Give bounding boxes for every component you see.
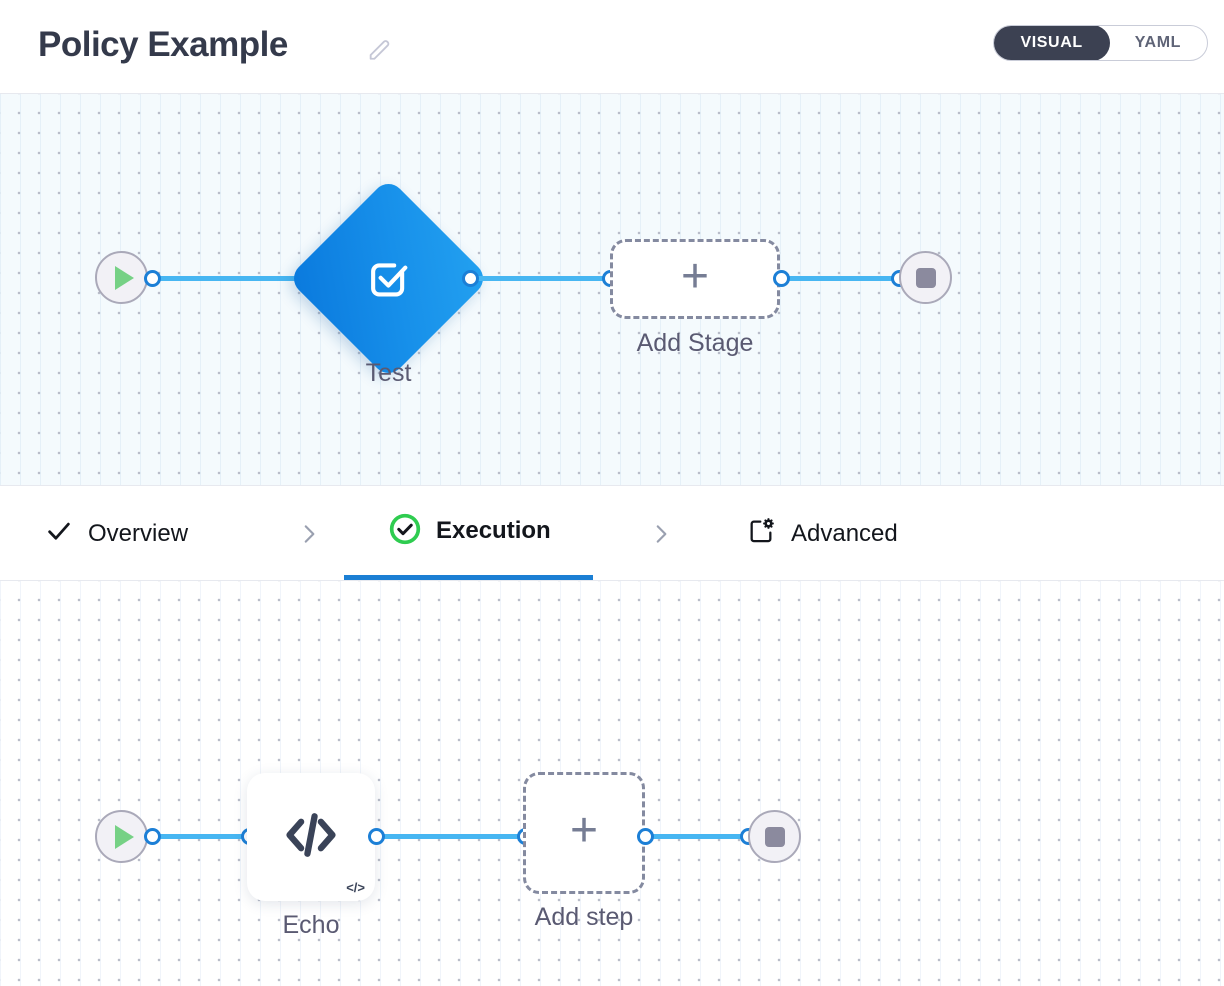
port-addstep-out[interactable] [637,828,654,845]
tab-overview-label: Overview [88,519,189,547]
step-type-badge: </> [346,880,365,895]
tab-separator-2 [648,487,674,580]
add-step-label: Add step [534,903,634,931]
step-canvas[interactable]: </> Echo + Add step [0,580,1224,986]
step-card-echo[interactable]: </> [247,773,375,901]
tab-advanced[interactable]: Advanced [745,487,898,580]
tab-execution-label: Execution [436,517,551,544]
stage-diamond[interactable] [287,177,490,380]
port-addstage-out[interactable] [773,270,790,287]
stop-icon [915,267,936,288]
edge-test-to-addstage [470,276,615,281]
tab-overview[interactable]: Overview [44,487,188,580]
page-title: Policy Example [38,25,288,64]
step-node-echo[interactable]: </> Echo [247,773,375,939]
stage-start-node[interactable] [95,251,148,304]
stage-node-label: Test [365,359,412,387]
toggle-option-yaml[interactable]: YAML [1134,34,1181,51]
check-circle-icon [388,512,422,551]
stage-end-node[interactable] [899,251,952,304]
edge-start-to-test [152,276,312,281]
port-step-start-out[interactable] [144,828,161,845]
section-tabbar: Overview Execution Advanced [0,487,1224,580]
code-icon [278,802,344,873]
add-step-node[interactable]: + Add step [523,772,645,931]
edge-echo-to-addstep [376,834,528,839]
check-square-icon [360,247,418,310]
add-stage-node[interactable]: + Add Stage [610,239,780,357]
view-mode-toggle[interactable]: VISUAL YAML [993,25,1208,61]
edge-addstep-to-end [645,834,757,839]
add-stage-box[interactable]: + [610,239,780,319]
port-test-out[interactable] [462,270,479,287]
step-node-label: Echo [282,911,340,939]
edge-addstage-to-end [780,276,905,281]
stage-node-test[interactable]: Test [287,177,490,387]
tab-separator-1 [296,487,322,580]
port-echo-out[interactable] [368,828,385,845]
toggle-option-visual[interactable]: VISUAL [994,26,1110,60]
edge-start-to-echo [152,834,252,839]
pencil-icon[interactable] [366,36,394,64]
window-gear-icon [745,515,777,552]
app-header: Policy Example VISUAL YAML [0,0,1224,94]
check-icon [44,516,74,551]
stop-icon [764,826,785,847]
play-icon [115,265,134,290]
step-end-node[interactable] [748,810,801,863]
add-stage-label: Add Stage [636,329,754,357]
tab-execution[interactable]: Execution [344,487,593,580]
plus-icon: + [680,250,710,303]
stage-canvas[interactable]: Test + Add Stage [0,94,1224,486]
port-start-out[interactable] [144,270,161,287]
tab-advanced-label: Advanced [791,519,898,547]
add-step-box[interactable]: + [523,772,645,894]
step-start-node[interactable] [95,810,148,863]
plus-icon: + [569,804,599,857]
play-icon [115,824,134,849]
